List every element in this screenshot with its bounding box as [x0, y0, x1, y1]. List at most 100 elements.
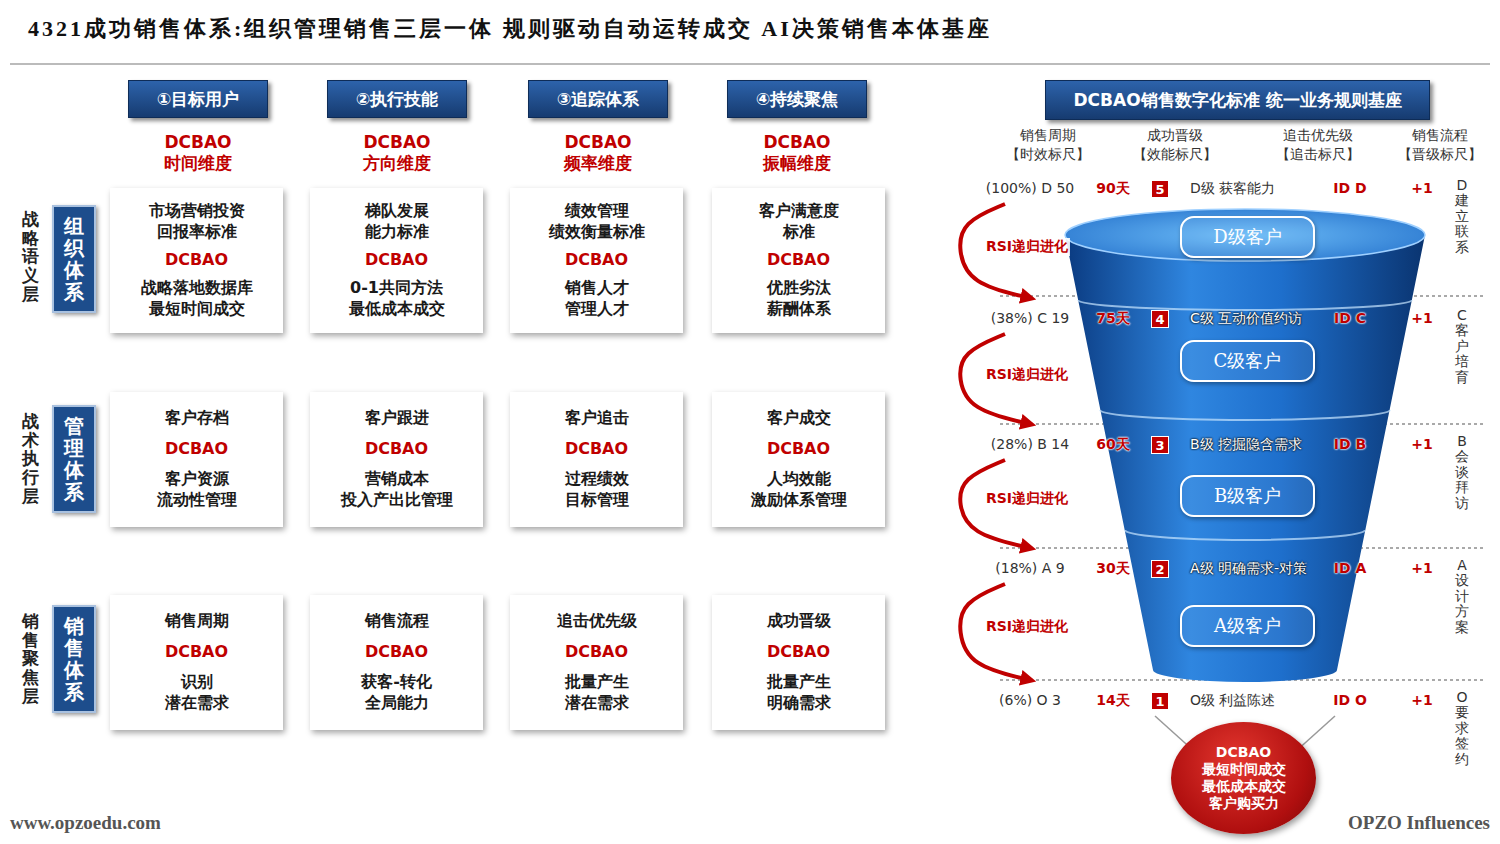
process-label: B 会谈拜访 — [1455, 434, 1469, 511]
callout-number: 4 — [1151, 310, 1169, 328]
node-text: 组织体系 — [64, 215, 84, 303]
callout-number: 5 — [1151, 180, 1169, 198]
node-text: B级客户 — [1214, 484, 1281, 508]
ratio-label: (100%) D 50 — [986, 180, 1074, 196]
title-rule — [10, 63, 1490, 65]
callout-number: 2 — [1151, 560, 1169, 578]
cycle-label: 75天 — [1096, 310, 1129, 328]
dimension-label: DCBAO 方向维度 — [362, 132, 433, 175]
node-text: 识别 潜在需求 — [163, 672, 230, 714]
ratio-label: (18%) A 9 — [995, 560, 1064, 576]
panel-header: DCBAO销售数字化标准 统一业务规则基座 — [1045, 80, 1430, 120]
level-label: A级 明确需求-对策 — [1190, 560, 1307, 578]
dcbao-tag: DCBAO — [765, 439, 832, 460]
evolution-label: RSI递归进化 — [984, 618, 1070, 636]
priority-label: ID C — [1334, 310, 1366, 326]
node-text: ③追踪体系 — [557, 88, 639, 111]
dcbao-tag: DCBAO — [563, 642, 630, 663]
level-label: D级 获客能力 — [1190, 180, 1275, 198]
node-text: 销售流程 — [363, 611, 430, 632]
matrix-card: 市场营销投资 回报率标准 DCBAO 战略落地数据库 最短时间成交 — [110, 188, 283, 333]
node-text: ④持续聚焦 — [756, 88, 838, 111]
dimension-label: DCBAO 振幅维度 — [762, 132, 833, 175]
dcbao-tag: DCBAO — [563, 250, 630, 271]
node-text: 客户跟进 — [363, 408, 430, 429]
cycle-label: 90天 — [1096, 180, 1129, 198]
node-text: 销售周期 — [163, 611, 230, 632]
step-label: +1 — [1411, 560, 1432, 576]
step-label: +1 — [1411, 180, 1432, 196]
node-text: 战略落地数据库 最短时间成交 — [139, 278, 254, 320]
layer-label: 销售聚焦层 — [22, 612, 39, 705]
evolution-label: RSI递归进化 — [984, 238, 1070, 256]
step-label: +1 — [1411, 436, 1432, 452]
layer-label: 战略语义层 — [22, 210, 39, 303]
matrix-card: 绩效管理 绩效衡量标准 DCBAO 销售人才 管理人才 — [510, 188, 683, 333]
evolution-label: RSI递归进化 — [984, 490, 1070, 508]
priority-label: ID A — [1334, 560, 1367, 576]
column-header: ②执行技能 — [327, 80, 467, 118]
node-text: C级客户 — [1214, 349, 1282, 373]
priority-label: ID O — [1333, 692, 1367, 708]
column-header: ③追踪体系 — [528, 80, 668, 118]
node-text: 4 — [1155, 312, 1164, 327]
dimension-label: DCBAO 时间维度 — [163, 132, 234, 175]
node-text: 客户成交 — [765, 408, 832, 429]
dcbao-tag: DCBAO — [563, 439, 630, 460]
callout-number: 1 — [1151, 692, 1169, 710]
cycle-label: 14天 — [1096, 692, 1129, 710]
column-label: 成功晋级 【效能标尺】 — [1132, 126, 1219, 164]
node-text: 销售人才 管理人才 — [563, 278, 630, 320]
cycle-label: 60天 — [1096, 436, 1129, 454]
dcbao-tag: DCBAO — [163, 642, 230, 663]
level-box: B级客户 — [1180, 475, 1315, 517]
step-label: +1 — [1411, 692, 1432, 708]
node-text: 客户追击 — [563, 408, 630, 429]
ratio-label: (28%) B 14 — [991, 436, 1069, 452]
page-title: 4321成功销售体系:组织管理销售三层一体 规则驱动自动运转成交 AI决策销售本… — [28, 14, 1500, 44]
node-text: 客户满意度 标准 — [757, 201, 840, 243]
node-text: 成功晋级 — [765, 611, 832, 632]
matrix-card: 客户跟进 DCBAO 营销成本 投入产出比管理 — [310, 392, 483, 527]
cycle-label: 30天 — [1096, 560, 1129, 578]
dcbao-tag: DCBAO — [765, 642, 832, 663]
priority-label: ID D — [1333, 180, 1366, 196]
dcbao-tag: DCBAO — [765, 250, 832, 271]
matrix-card: 客户成交DCBAO人均效能 激励体系管理 — [712, 392, 885, 527]
node-text: 0-1共同方法 最低成本成交 — [347, 278, 446, 320]
layer-box: 组织体系 — [52, 205, 96, 313]
node-text: 市场营销投资 回报率标准 — [147, 201, 246, 243]
dcbao-tag: DCBAO — [363, 439, 430, 460]
node-text: 批量产生 明确需求 — [765, 672, 832, 714]
node-text: ②执行技能 — [356, 88, 438, 111]
node-text: 营销成本 投入产出比管理 — [339, 469, 454, 511]
level-box: C级客户 — [1180, 340, 1315, 382]
callout-number: 3 — [1151, 436, 1169, 454]
node-text: 客户资源 流动性管理 — [155, 469, 238, 511]
node-text: A级客户 — [1214, 614, 1281, 638]
column-label: 销售流程 【晋级标尺】 — [1397, 126, 1484, 164]
node-text: 管理体系 — [64, 415, 84, 503]
row-dividers — [1000, 296, 1485, 680]
node-text: 客户存档 — [163, 408, 230, 429]
node-text: 获客-转化 全局能力 — [360, 672, 434, 714]
matrix-card: 客户追击DCBAO过程绩效 目标管理 — [510, 392, 683, 527]
level-label: C级 互动价值约访 — [1190, 310, 1302, 328]
dcbao-tag: DCBAO — [163, 250, 230, 271]
funnel — [1065, 209, 1425, 682]
node-text: 绩效管理 绩效衡量标准 — [547, 201, 646, 243]
node-text: 2 — [1155, 562, 1164, 577]
level-label: B级 挖掘隐含需求 — [1190, 436, 1302, 454]
evolution-label: RSI递归进化 — [984, 366, 1070, 384]
matrix-card: 梯队发展 能力标准DCBAO0-1共同方法 最低成本成交 — [310, 188, 483, 333]
layer-label: 战术执行层 — [22, 412, 39, 505]
level-box: D级客户 — [1180, 216, 1315, 258]
node-text: 5 — [1155, 182, 1164, 197]
node-text: DCBAO 最短时间成交 最低成本成交 客户购买力 — [1200, 744, 1287, 811]
step-label: +1 — [1411, 310, 1432, 326]
layer-box: 销售体系 — [52, 605, 96, 713]
node-text: 销售体系 — [64, 615, 84, 703]
node-text: 批量产生 潜在需求 — [563, 672, 630, 714]
level-box: A级客户 — [1180, 605, 1315, 647]
result-circle: DCBAO 最短时间成交 最低成本成交 客户购买力 — [1171, 722, 1316, 834]
